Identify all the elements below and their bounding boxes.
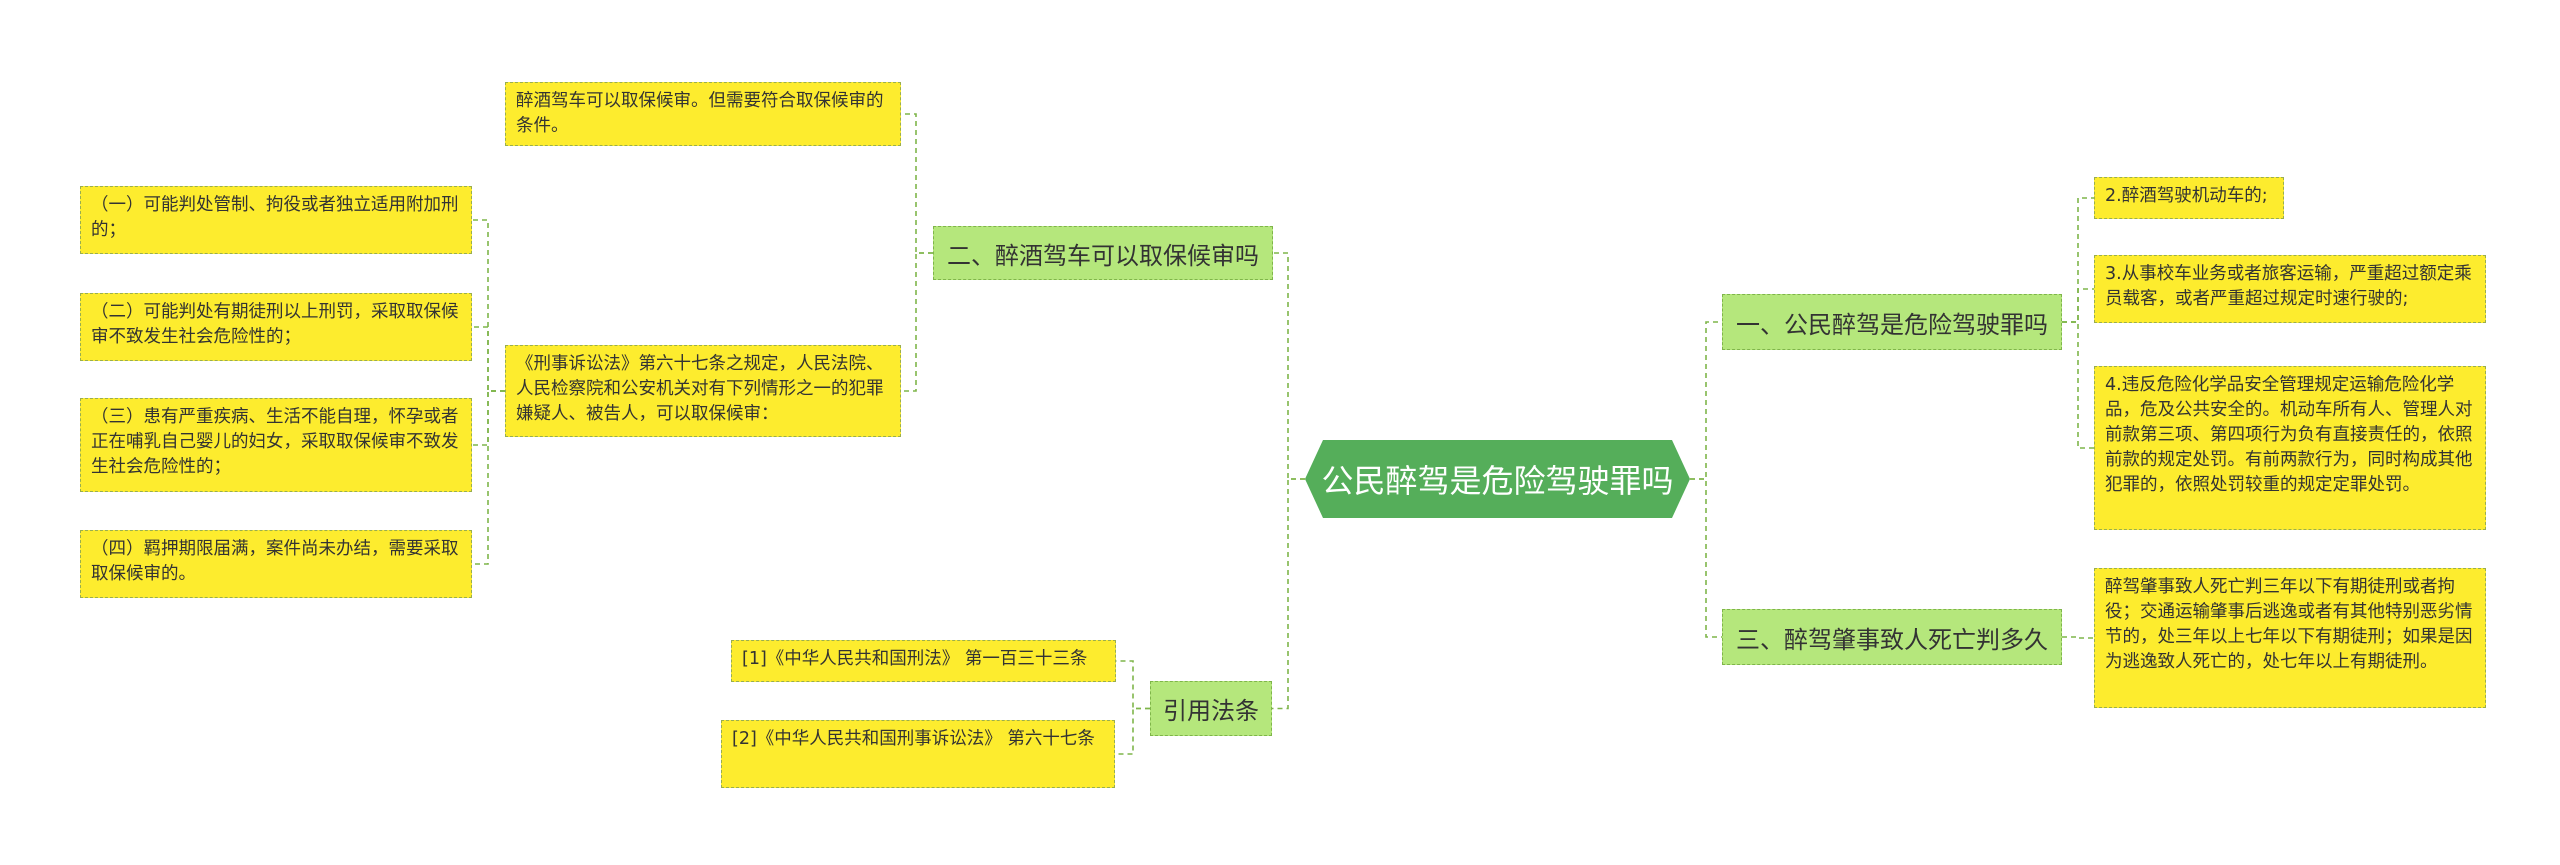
leaf-item-2[interactable]: 2.醉酒驾驶机动车的; (2094, 177, 2284, 219)
leaf-procedure-law-citation[interactable]: [2]《中华人民共和国刑事诉讼法》 第六十七条 (721, 720, 1115, 788)
leaf-criminal-law-citation[interactable]: [1]《中华人民共和国刑法》 第一百三十三条 (731, 640, 1116, 682)
connector-n-rb1 (1690, 478, 1722, 638)
leaf-procedure-law-article[interactable]: 《刑事诉讼法》第六十七条之规定，人民法院、人民检察院和公安机关对有下列情形之一的… (505, 345, 901, 437)
branch-cited-laws[interactable]: 引用法条 (1150, 681, 1272, 736)
connector-n-lb0-l1-c2 (472, 390, 505, 446)
connector-n-rb0-l2 (2062, 321, 2094, 449)
connector-n-lb0-l0 (901, 113, 933, 254)
connector-n-lb1 (1272, 478, 1305, 710)
leaf-condition-1[interactable]: （一）可能判处管制、拘役或者独立适用附加刑的； (80, 186, 472, 254)
connector-n-rb1-l0 (2062, 636, 2094, 639)
branch-drunk-driving-crime[interactable]: 一、公民醉驾是危险驾驶罪吗 (1722, 294, 2062, 350)
connector-n-rb0-l1 (2062, 288, 2094, 323)
leaf-condition-2[interactable]: （二）可能判处有期徒刑以上刑罚，采取取保候审不致发生社会危险性的； (80, 293, 472, 361)
connector-n-lb0-l1 (901, 252, 933, 392)
branch-bail-question[interactable]: 二、醉酒驾车可以取保候审吗 (933, 226, 1273, 280)
connector-n-lb0-l1-c3 (472, 390, 505, 565)
connector-n-lb0 (1273, 252, 1305, 480)
leaf-condition-4[interactable]: （四）羁押期限届满，案件尚未办结，需要采取取保候审的。 (80, 530, 472, 598)
leaf-item-4[interactable]: 4.违反危险化学品安全管理规定运输危险化学品，危及公共安全的。机动车所有人、管理… (2094, 366, 2486, 530)
root-topic[interactable]: 公民醉驾是危险驾驶罪吗 (1305, 440, 1690, 518)
connector-n-lb0-l1-c0 (472, 219, 505, 392)
branch-death-sentence[interactable]: 三、醉驾肇事致人死亡判多久 (1722, 609, 2062, 665)
connector-n-rb0-l0 (2062, 197, 2094, 323)
leaf-condition-3[interactable]: （三）患有严重疾病、生活不能自理，怀孕或者正在哺乳自己婴儿的妇女，采取取保候审不… (80, 398, 472, 492)
connector-n-lb1-l0 (1116, 660, 1150, 710)
leaf-bail-answer[interactable]: 醉酒驾车可以取保候审。但需要符合取保候审的条件。 (505, 82, 901, 146)
connector-n-rb0 (1690, 321, 1722, 480)
connector-n-lb1-l1 (1115, 707, 1150, 755)
leaf-sentencing-answer[interactable]: 醉驾肇事致人死亡判三年以下有期徒刑或者拘役；交通运输肇事后逃逸或者有其他特别恶劣… (2094, 568, 2486, 708)
connector-n-lb0-l1-c1 (472, 326, 505, 392)
leaf-item-3[interactable]: 3.从事校车业务或者旅客运输，严重超过额定乘员载客，或者严重超过规定时速行驶的; (2094, 255, 2486, 323)
